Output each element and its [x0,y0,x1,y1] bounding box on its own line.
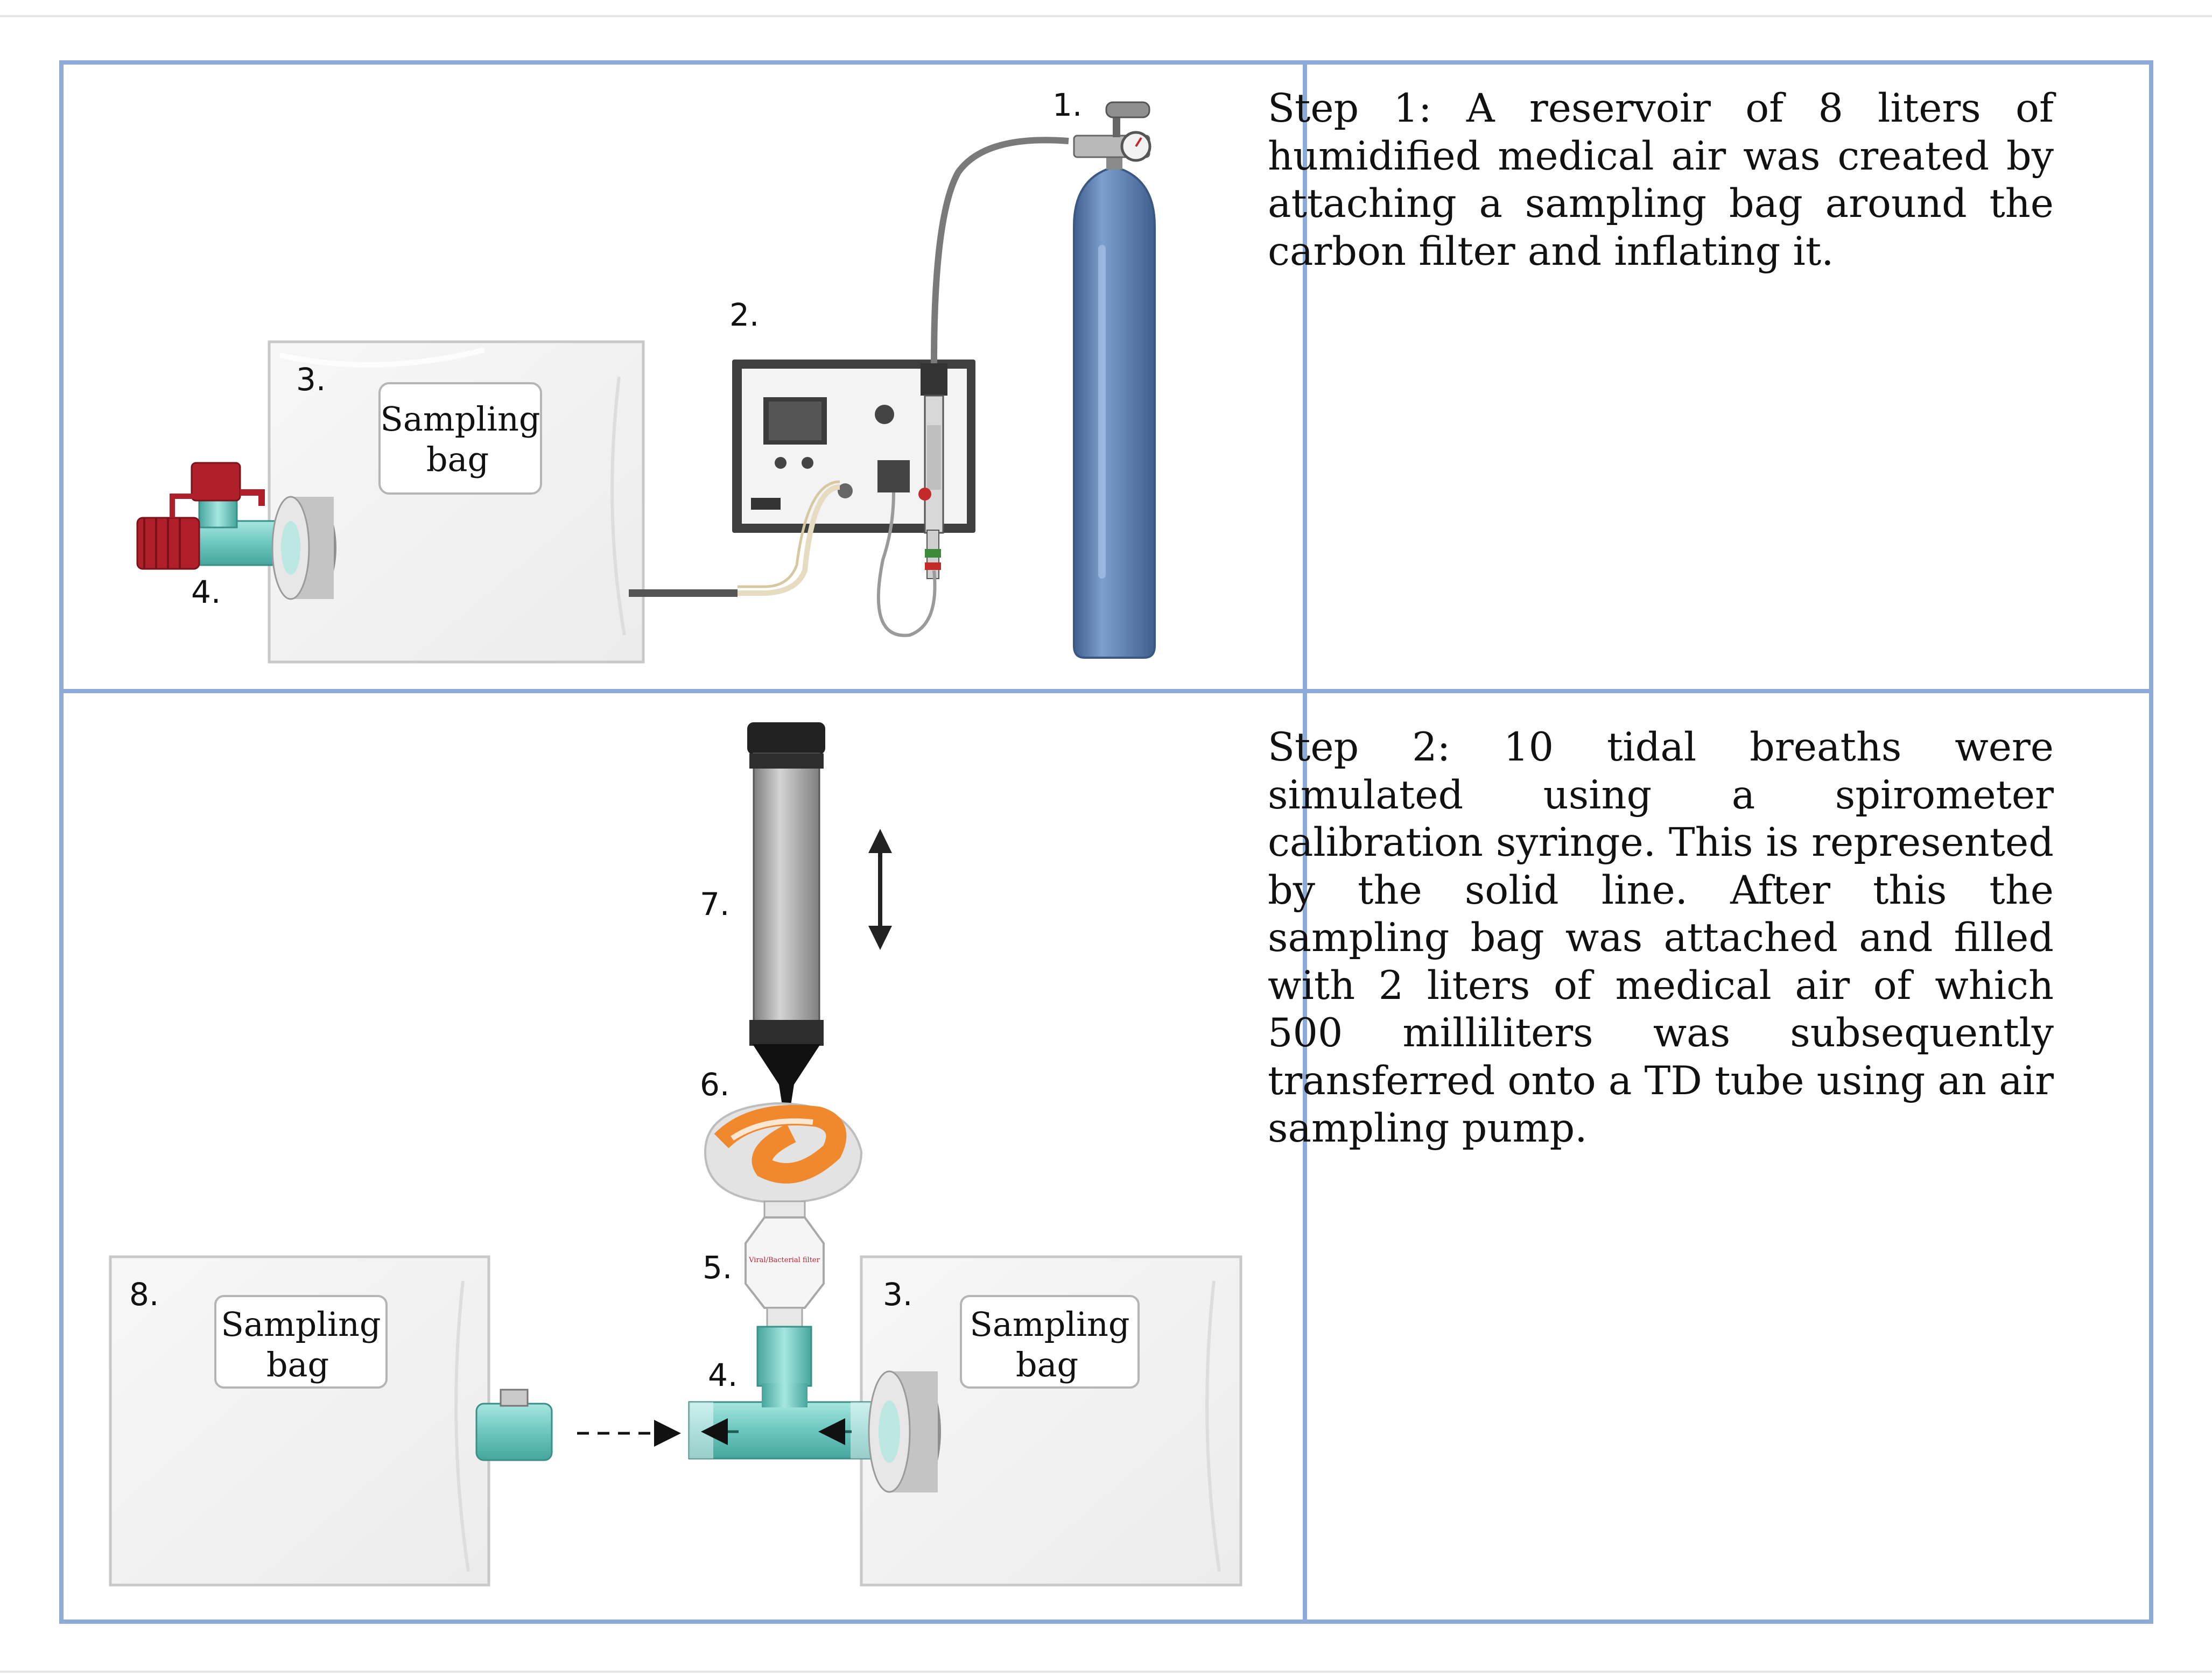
column-divider [1303,65,1307,1619]
figure-table [59,60,2153,1624]
step1-humidifier [732,360,975,579]
step2-right-bag-text-line1: Sampling [970,1305,1129,1344]
label-tpiece-number: 4. [708,1357,738,1393]
label-step1-connector-number: 4. [191,574,221,610]
label-humidifier-number: 2. [729,297,759,333]
row-divider [64,689,2149,693]
step1-bag-text-line1: Sampling [380,399,540,439]
step1-description: Step 1: A reservoir of 8 liters of humid… [1268,86,2054,274]
filter-text: Viral/Bacterial filter [748,1256,820,1264]
step2-arrow-up-head [868,829,892,853]
step1-tube-cylinder [931,137,1069,364]
step2-left-bag-text-line2: bag [266,1345,329,1384]
step1-tube-clear-1 [738,484,840,596]
label-step2-left-bag-number: 8. [129,1276,159,1313]
step2-right-bag-label-box: Sampling bag [960,1295,1140,1389]
step2-description: Step 2: 10 tidal breaths were simulated … [1268,724,2054,1151]
step2-left-bag-connector [475,1389,553,1461]
bottom-rule [0,1671,2212,1673]
step2-face-mask [704,1102,863,1205]
step2-right-bag-text-line2: bag [1016,1345,1078,1384]
label-filter-number: 5. [703,1249,732,1286]
step2-calibration-syringe [747,722,825,1109]
step1-tube-clear-2 [738,480,840,588]
label-step1-bag-number: 3. [296,361,326,398]
step1-bag-text-line2: bag [426,440,489,479]
step2-left-bag-label-box: Sampling bag [214,1295,388,1389]
step1-carbon-filter [271,496,336,600]
step2-left-bag-text-line1: Sampling [221,1305,381,1344]
step1-tube-grey [876,492,937,637]
label-syringe-number: 7. [700,886,729,922]
step2-viral-bacterial-filter: Viral/Bacterial filter [745,1200,825,1328]
step2-arrow-down-head [868,926,892,950]
step1-bag-label-box: Sampling bag [378,382,542,495]
step1-gas-cylinder [1073,101,1156,659]
label-cylinder-number: 1. [1052,87,1082,123]
label-mask-number: 6. [700,1066,729,1103]
top-rule [0,15,2212,17]
label-step2-right-bag-number: 3. [883,1276,912,1313]
step2-carbon-filter [868,1370,941,1493]
